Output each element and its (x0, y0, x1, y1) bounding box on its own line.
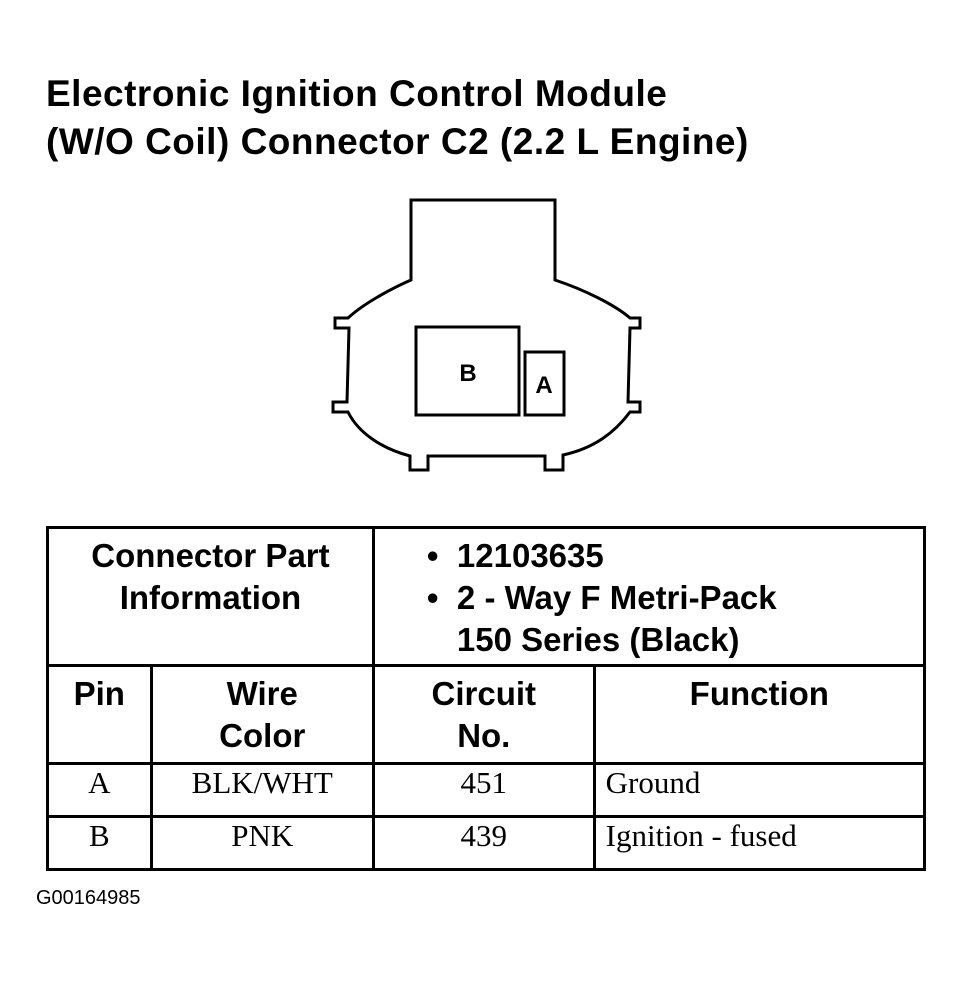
pin-cell: B (46, 815, 153, 871)
part-info-item-2: • 2 - Way F Metri-Pack (427, 577, 923, 619)
wire-color-cell: BLK/WHT (149, 762, 375, 818)
function-cell: Ground (592, 762, 927, 818)
cavity-a (523, 350, 566, 417)
part-number: 12103635 (456, 537, 604, 574)
circuit-cell: 451 (371, 762, 596, 818)
connector-type: 2 - Way F Metri-Pack (456, 579, 777, 616)
wire-color-header-cell: Wire Color (149, 664, 375, 765)
part-info-label-cell: Connector Part Information (46, 526, 375, 667)
function-cell: Ignition - fused (592, 815, 927, 871)
part-info-list: • 12103635 • 2 - Way F Metri-Pack 150 Se… (375, 529, 923, 661)
part-info-value-cell: • 12103635 • 2 - Way F Metri-Pack 150 Se… (371, 526, 927, 667)
pin-header: Pin (73, 675, 125, 712)
circuit-cell: 439 (371, 815, 596, 871)
connector-series: 150 Series (Black) (456, 621, 740, 658)
title-line-1: Electronic Ignition Control Module (46, 73, 668, 114)
function-header: Function (689, 675, 829, 712)
pin-cell: A (46, 762, 153, 818)
cavity-b-label: B (459, 360, 476, 387)
table-row: A BLK/WHT 451 Ground (46, 762, 927, 818)
connector-info-table: Connector Part Information • 12103635 • … (46, 526, 927, 871)
connector-outline (331, 198, 642, 472)
circuit-header-cell: Circuit No. (371, 664, 596, 765)
part-info-row: Connector Part Information • 12103635 • … (46, 526, 927, 667)
wire-color-cell: PNK (149, 815, 375, 871)
bullet-icon: • (426, 537, 439, 574)
title-line-2: (W/O Coil) Connector C2 (2.2 L Engine) (46, 121, 749, 162)
wire-color-header: Wire Color (219, 675, 306, 754)
circuit-no-header: Circuit No. (431, 675, 537, 754)
diagram-title: Electronic Ignition Control Module (W/O … (46, 70, 749, 166)
function-header-cell: Function (592, 664, 927, 765)
cavity-b (414, 325, 521, 417)
pin-header-cell: Pin (46, 664, 153, 765)
part-info-label: Connector Part Information (91, 537, 330, 616)
bullet-icon: • (426, 579, 439, 616)
column-header-row: Pin Wire Color Circuit No. Function (46, 664, 927, 765)
figure-id: G00164985 (36, 887, 141, 909)
cavity-a-label: A (535, 372, 552, 399)
table-row: B PNK 439 Ignition - fused (46, 815, 927, 871)
part-info-item-1: • 12103635 (427, 535, 923, 577)
